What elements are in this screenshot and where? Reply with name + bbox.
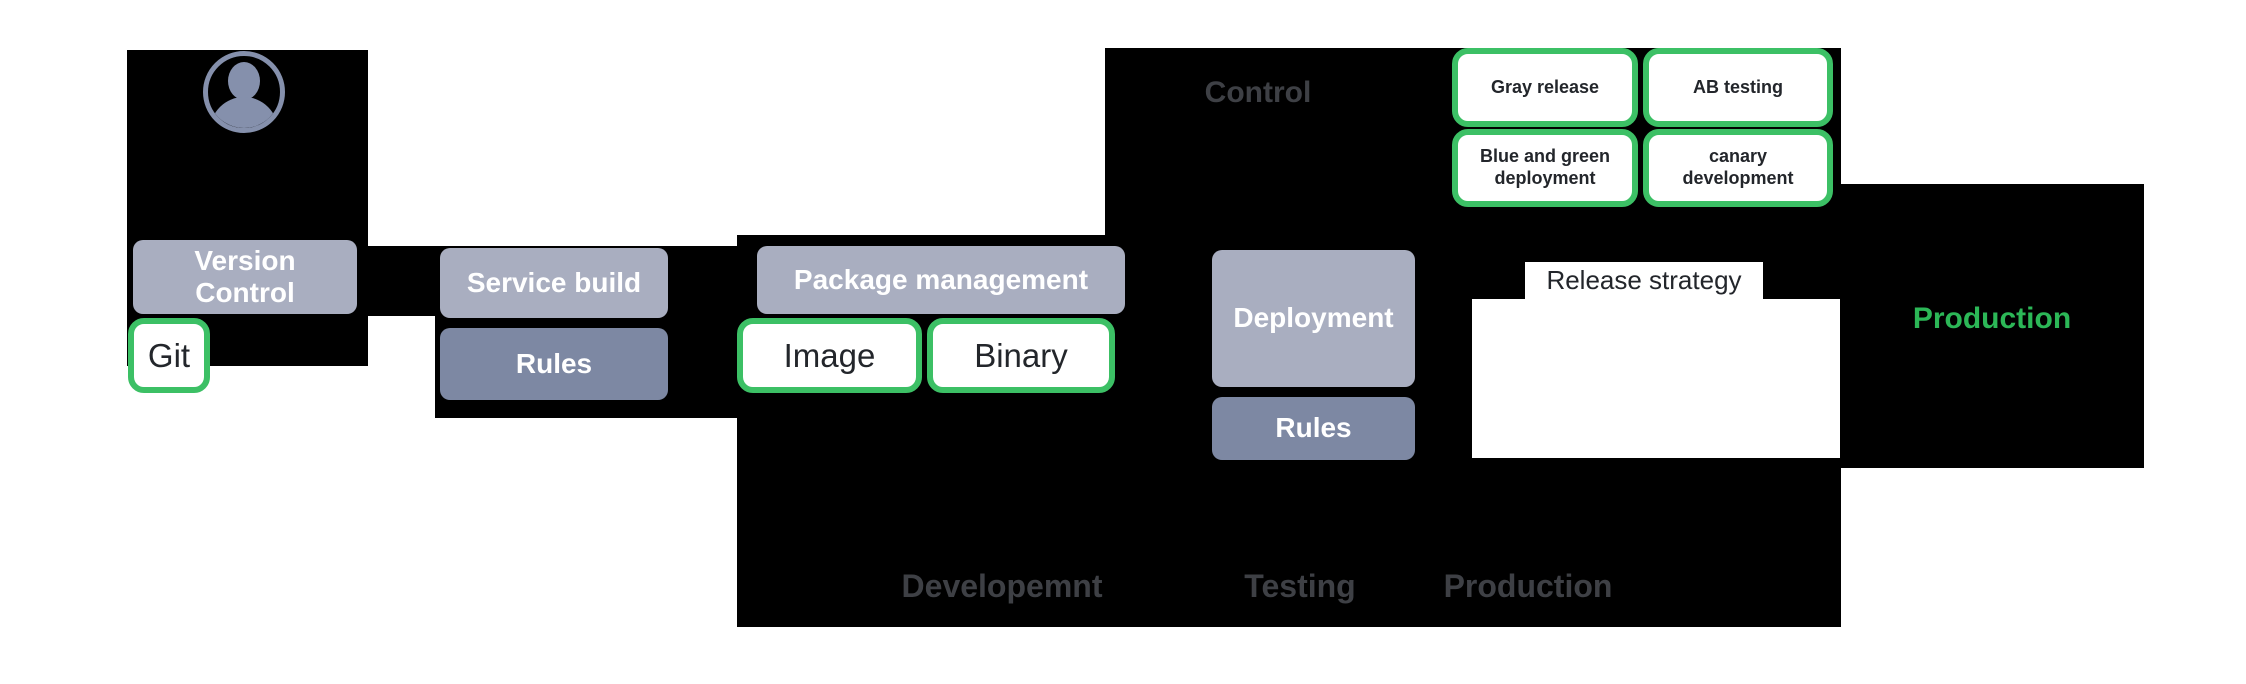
- connector-band: [363, 246, 443, 316]
- stage-label-development: Developemnt: [901, 568, 1103, 604]
- image-node: Image: [737, 318, 922, 393]
- control-label: Control: [1204, 76, 1312, 109]
- production-panel: [1841, 184, 2144, 468]
- avatar-head: [228, 62, 260, 100]
- strategy-node-ab-testing: AB testing: [1643, 48, 1833, 127]
- strategy-node-canary-development: canary development: [1643, 129, 1833, 207]
- release-strategy-box: [1472, 299, 1840, 458]
- build-rules-node: Rules: [440, 328, 668, 400]
- deployment-node: Deployment: [1212, 250, 1415, 387]
- service-build-node: Service build: [440, 248, 668, 318]
- release-strategy-label: Release strategy: [1525, 262, 1763, 299]
- avatar-shoulders: [210, 97, 278, 128]
- strategy-node-gray-release: Gray release: [1452, 48, 1638, 127]
- version-control-node: Version Control: [133, 240, 357, 314]
- stage-label-production: Production: [1443, 568, 1613, 604]
- user-avatar-icon: [203, 51, 285, 133]
- deployment-rules-node: Rules: [1212, 397, 1415, 460]
- package-management-node: Package management: [757, 246, 1125, 314]
- stage-label-testing: Testing: [1244, 568, 1356, 604]
- strategy-node-blue-green-deployment: Blue and green deployment: [1452, 129, 1638, 207]
- git-node: Git: [128, 318, 210, 393]
- production-label: Production: [1912, 302, 2072, 335]
- binary-node: Binary: [927, 318, 1115, 393]
